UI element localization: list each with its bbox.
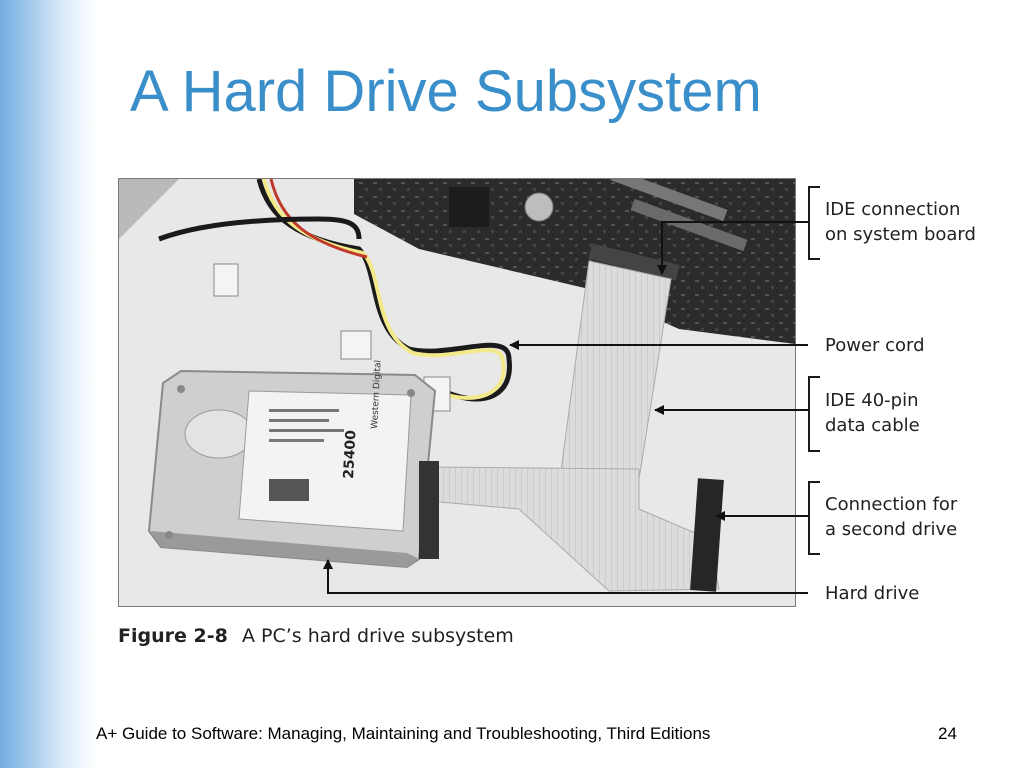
drive-brand-text: Western Digital bbox=[370, 360, 384, 429]
ram-slot bbox=[610, 179, 728, 222]
power-supply-corner bbox=[119, 179, 179, 239]
ide-connector-board bbox=[588, 243, 680, 281]
callout-line: Power cord bbox=[825, 335, 925, 356]
callout-line: Connection for bbox=[825, 494, 958, 515]
footer-text: A+ Guide to Software: Managing, Maintain… bbox=[96, 724, 711, 743]
callout-bracket-second-drive bbox=[808, 481, 820, 555]
hard-drive: Western Digital 25400 bbox=[147, 360, 439, 569]
cmos-battery bbox=[524, 192, 554, 222]
figure-caption: A PC’s hard drive subsystem bbox=[242, 625, 514, 647]
callout-line: IDE 40-pin bbox=[825, 390, 919, 411]
callout-line: on system board bbox=[825, 224, 976, 245]
drive-ide-header bbox=[419, 461, 439, 559]
callout-line: data cable bbox=[825, 415, 920, 436]
figure-label: Figure 2-8 bbox=[118, 625, 228, 647]
molex-connector bbox=[340, 330, 372, 360]
page-number: 24 bbox=[938, 724, 957, 743]
callout-line: IDE connection bbox=[825, 199, 961, 220]
callout-bracket-ide-connection bbox=[808, 186, 820, 260]
chip bbox=[449, 187, 489, 227]
callout-hard-drive: Hard drive bbox=[825, 581, 919, 606]
callout-ide-cable: IDE 40-pin data cable bbox=[825, 388, 920, 438]
callout-line: Hard drive bbox=[825, 583, 920, 604]
molex-connector bbox=[213, 263, 239, 297]
photo-illustration: Western Digital 25400 bbox=[119, 179, 795, 606]
drive-model-text: 25400 bbox=[341, 429, 360, 479]
power-cable-branch bbox=[158, 216, 362, 242]
hard-drive-photo: Western Digital 25400 bbox=[118, 178, 796, 607]
callout-second-drive: Connection for a second drive bbox=[825, 492, 957, 542]
power-cable-red bbox=[269, 179, 368, 259]
left-accent-band bbox=[0, 0, 96, 768]
slide-title: A Hard Drive Subsystem bbox=[130, 59, 762, 124]
callout-line: a second drive bbox=[825, 519, 958, 540]
drive-spindle bbox=[184, 409, 254, 459]
callout-ide-connection: IDE connection on system board bbox=[825, 197, 976, 247]
callout-power-cord: Power cord bbox=[825, 333, 925, 358]
callout-bracket-ide-cable bbox=[808, 376, 820, 452]
